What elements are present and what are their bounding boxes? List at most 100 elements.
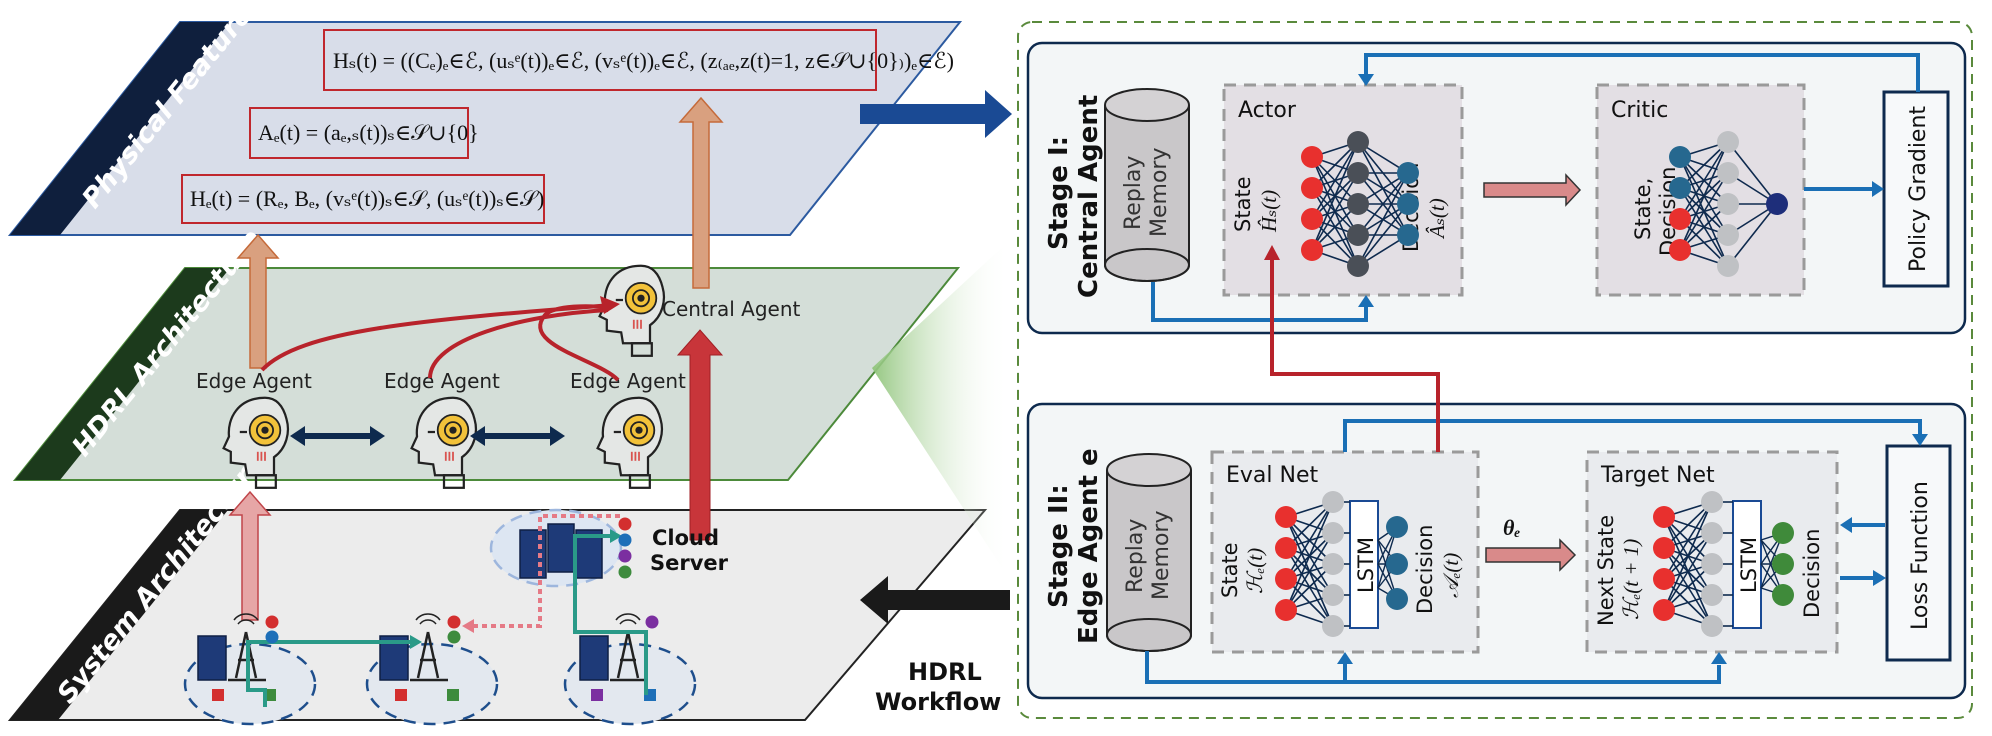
net-link [1285, 501, 1334, 580]
net-node [1701, 522, 1723, 544]
eval-state-label: State [1218, 542, 1242, 598]
robot-neck [628, 474, 651, 489]
stage2-arrowheads [1337, 434, 1928, 664]
workflow-to-system-arrow [860, 576, 1010, 624]
hdrl-architecture-layer: HDRL Architecture [12, 224, 961, 481]
net-node [1275, 568, 1297, 590]
eval-lstm-box [1349, 500, 1379, 629]
edge-peer-links [290, 426, 565, 446]
formula-ae-box [249, 107, 469, 159]
stage1-panel: Stage I: Central Agent Replay Memory Act… [1026, 41, 1967, 335]
user-device-icon [212, 689, 224, 701]
net-node [1347, 131, 1369, 153]
actor-title: Actor [1238, 98, 1297, 123]
net-node [1653, 568, 1675, 590]
cloud-server-label-1: Cloud [652, 526, 719, 550]
status-dot [618, 549, 632, 563]
stage2-panel: Stage II: Edge Agent e Replay Memory Eva… [1026, 245, 1967, 700]
net-node [1347, 255, 1369, 277]
net-node [1717, 131, 1739, 153]
stage1-flows [1151, 53, 1920, 322]
net-link [1663, 501, 1713, 611]
net-node [1347, 162, 1369, 184]
net-node [1301, 208, 1323, 230]
central-agent-label: Central Agent [662, 297, 801, 321]
net-link [1663, 501, 1713, 549]
critic-input-label-1: State, [1631, 178, 1655, 240]
status-dot [265, 615, 279, 629]
stage2-flows [1145, 419, 1922, 684]
net-link [1311, 172, 1359, 251]
eval-decision-label: Decision [1413, 525, 1437, 614]
robot-core-dot [261, 426, 269, 434]
robots [222, 264, 666, 489]
net-node [1397, 224, 1419, 246]
net-link [1285, 532, 1334, 611]
robot-core-ring [630, 421, 649, 440]
net-link [1285, 501, 1334, 611]
formula-ae: Aₑ(t) = (aₑ,ₛ(t))ₛ∈𝒮∪{0} [258, 120, 479, 145]
system-elements [183, 508, 697, 726]
net-node [1669, 177, 1691, 199]
central-to-physical-arrow [678, 96, 724, 289]
net-node [1275, 599, 1297, 621]
net-node [1772, 584, 1794, 606]
net-node [1772, 522, 1794, 544]
arrowhead [462, 619, 474, 633]
net-node [1301, 177, 1323, 199]
formula-he-box [181, 174, 545, 224]
theta-label: θₑ [1503, 515, 1521, 540]
loss-function-label: Loss Function [1908, 481, 1933, 630]
cell-tower-icon [228, 631, 266, 682]
system-to-hdrl-arrow [228, 490, 272, 621]
stage2-title-2: Edge Agent e [1074, 448, 1104, 644]
target-decision-label: Decision [1800, 529, 1824, 618]
robot-core-dot [449, 426, 457, 434]
stage1-title-1: Stage I: [1044, 136, 1074, 250]
robot-agent-icon [598, 264, 666, 357]
control-link [472, 514, 620, 628]
edge-server-icon [579, 635, 609, 681]
policy-gradient-label: Policy Gradient [1906, 106, 1931, 272]
cloud-server-label-2: Server [650, 551, 729, 575]
robot-core-ring [256, 421, 275, 440]
signal-waves-icon [233, 613, 259, 625]
edge-to-physical-arrow [236, 233, 280, 369]
net-node [1669, 208, 1691, 230]
net-link [1679, 172, 1729, 251]
net-node [1669, 146, 1691, 168]
cell-tower-icon [610, 631, 648, 682]
net-node [1397, 193, 1419, 215]
net-node [1701, 491, 1723, 513]
target-net-title: Target Net [1600, 463, 1715, 488]
eval-lstm-label: LSTM [1354, 537, 1378, 593]
actor-state-label: State [1231, 176, 1255, 232]
net-node [1717, 224, 1739, 246]
net-link [1679, 141, 1729, 251]
net-node [1701, 553, 1723, 575]
net-link [1663, 532, 1713, 611]
net-link [1357, 203, 1409, 267]
stage2-title-1: Stage II: [1044, 484, 1074, 608]
edge-agent-label-3: Edge Agent [570, 369, 686, 393]
edge-agent-label-1: Edge Agent [196, 369, 312, 393]
net-node [1386, 516, 1408, 538]
eval-net-title: Eval Net [1226, 463, 1318, 488]
net-link [1663, 501, 1713, 580]
actor-to-critic-arrow [1483, 173, 1582, 207]
net-link [1679, 141, 1729, 220]
status-dot [447, 615, 461, 629]
robot-core-ring [632, 289, 651, 308]
net-node [1301, 146, 1323, 168]
robot-core-ring [444, 421, 463, 440]
net-node [1669, 239, 1691, 261]
net-node [1717, 162, 1739, 184]
edge-server-icon [197, 635, 227, 681]
eval-to-actor-arrowhead [1264, 245, 1280, 260]
layer-arrows [228, 96, 724, 621]
replay-memory-label-2: Memory [1149, 511, 1174, 600]
net-node [1701, 615, 1723, 637]
robot-neck [630, 342, 653, 357]
net-node [1397, 162, 1419, 184]
